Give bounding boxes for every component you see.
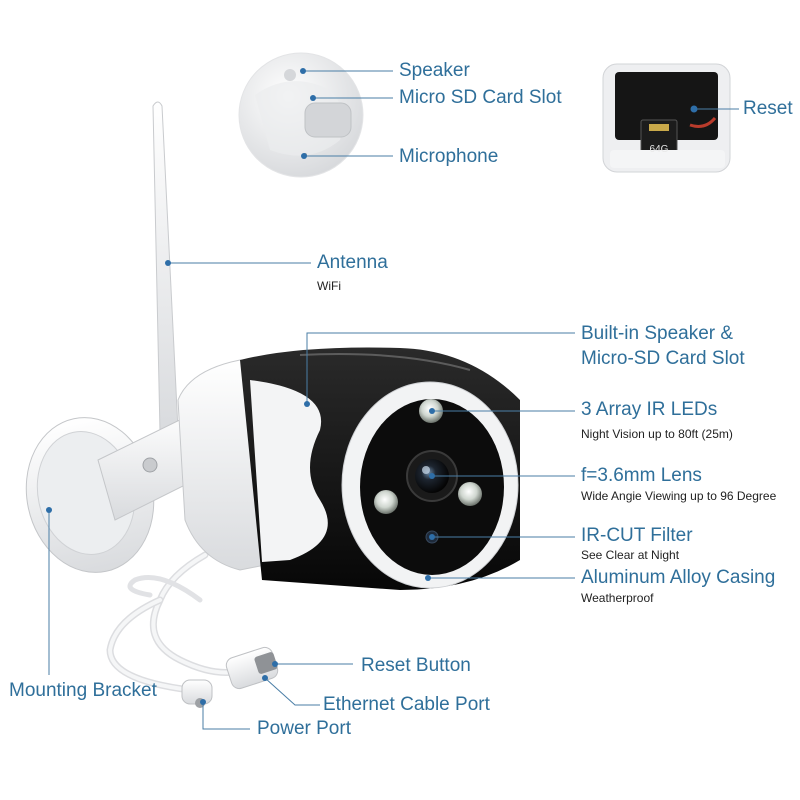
label-sd-slot: Micro SD Card Slot: [399, 87, 562, 108]
housing-white-swoosh: [250, 380, 328, 562]
cables: [106, 551, 254, 694]
label-mounting-bracket: Mounting Bracket: [9, 680, 157, 701]
label-reset: Reset: [743, 98, 793, 119]
label-power-port: Power Port: [257, 718, 351, 739]
label-antenna-sub: WiFi: [317, 279, 341, 293]
label-casing-sub: Weatherproof: [581, 591, 654, 605]
label-microphone: Microphone: [399, 146, 499, 167]
sd-card-contacts: [649, 124, 669, 131]
dome-inset-slot: [304, 102, 352, 138]
label-ir-leds-sub: Night Vision up to 80ft (25m): [581, 427, 733, 441]
label-builtin-line1: Built-in Speaker &: [581, 323, 734, 344]
label-ethernet-port: Ethernet Cable Port: [323, 694, 490, 715]
sd-card-text: 64G: [650, 144, 669, 155]
label-ircut-sub: See Clear at Night: [581, 548, 680, 562]
reset-inset-lip: [610, 150, 725, 168]
label-builtin-line2: Micro-SD Card Slot: [581, 348, 745, 369]
leader-dots: [46, 68, 698, 705]
housing-highlight: [299, 353, 471, 371]
label-lens: f=3.6mm Lens: [581, 465, 702, 486]
reset-wires: [689, 116, 717, 128]
label-ircut: IR-CUT Filter: [581, 525, 693, 546]
power-connector: [181, 679, 213, 708]
leader-lines: [48, 70, 739, 730]
label-speaker: Speaker: [399, 60, 470, 81]
reset-inset: [602, 63, 731, 173]
antenna: [152, 101, 179, 433]
lens-reflection: [422, 466, 430, 474]
ir-led-left: [374, 490, 398, 514]
dome-inset: [238, 52, 364, 178]
speaker-holes: [284, 69, 296, 81]
bracket-screw: [142, 457, 158, 473]
label-lens-sub: Wide Angie Viewing up to 96 Degree: [581, 489, 777, 503]
label-casing: Aluminum Alloy Casing: [581, 567, 776, 588]
label-antenna: Antenna: [317, 252, 388, 273]
label-reset-button: Reset Button: [361, 655, 471, 676]
ir-led-right: [458, 482, 482, 506]
label-ir-leds: 3 Array IR LEDs: [581, 399, 718, 420]
